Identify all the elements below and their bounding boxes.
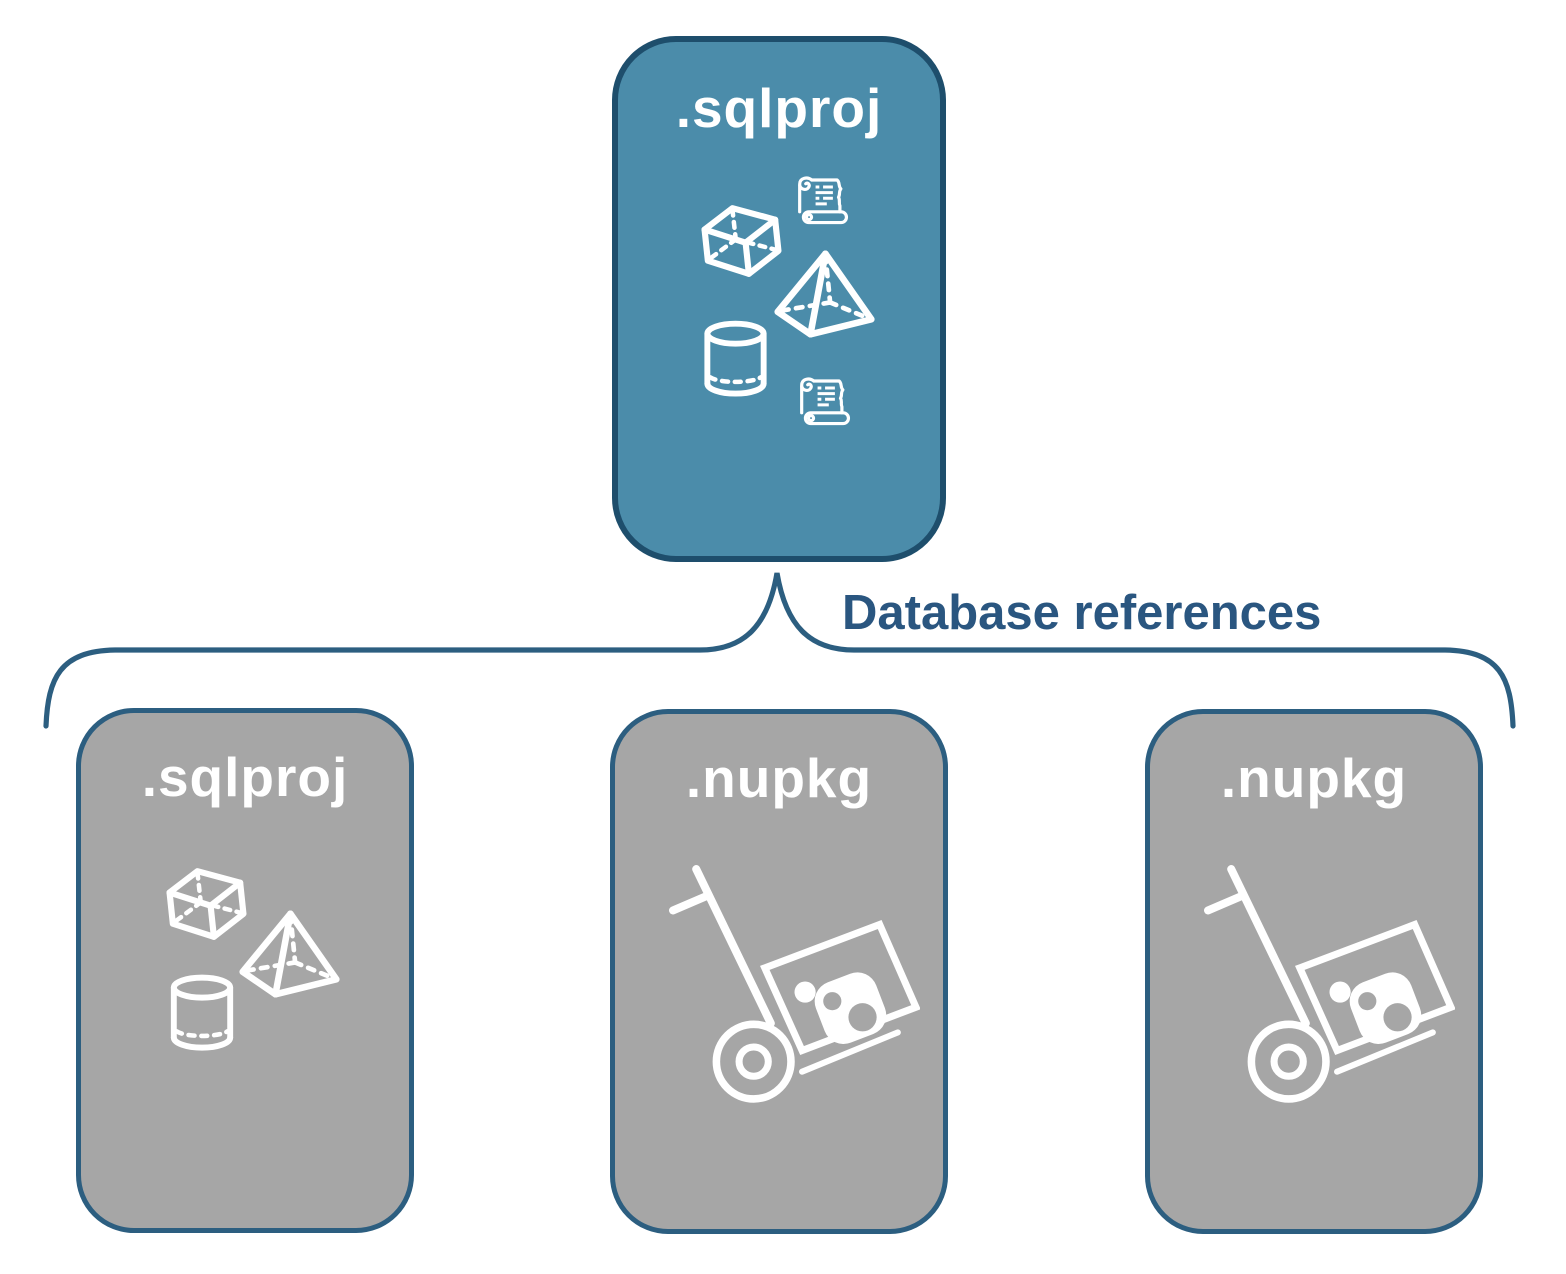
child-box-nupkg-2: .nupkg: [1145, 709, 1483, 1234]
script-scroll-icon: [797, 374, 855, 431]
cube-icon: [698, 198, 785, 284]
child-box-title: .nupkg: [1220, 747, 1408, 809]
child-box-sqlproj: .sqlproj: [76, 708, 414, 1233]
connector-label: Database references: [842, 586, 1322, 640]
database-cylinder-icon: [167, 974, 237, 1054]
database-cylinder-icon: [701, 319, 770, 401]
nuget-dolly-icon: [1203, 856, 1455, 1108]
nuget-dolly-icon: [668, 856, 920, 1108]
root-box-sqlproj: .sqlproj: [612, 36, 946, 562]
cube-icon: [163, 861, 250, 947]
child-box-title: .nupkg: [685, 747, 873, 809]
pyramid-icon: [773, 248, 876, 340]
script-scroll-icon: [795, 173, 853, 230]
child-box-title: .sqlproj: [141, 746, 349, 808]
child-box-nupkg-1: .nupkg: [610, 709, 948, 1234]
pyramid-icon: [238, 909, 341, 999]
root-box-title: .sqlproj: [675, 77, 883, 139]
